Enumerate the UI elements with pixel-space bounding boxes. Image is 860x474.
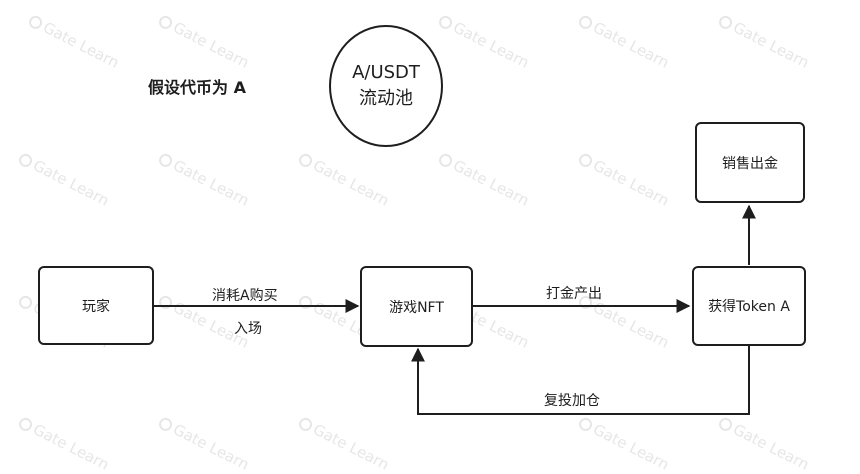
arrow-token-reinvest-to-nft	[411, 346, 750, 415]
edge-label-enter: 入场	[234, 321, 262, 337]
edge-label-reinvest: 复投加仓	[544, 393, 600, 409]
token-label: 获得Token A	[708, 299, 790, 315]
player-label: 玩家	[82, 298, 110, 315]
edge-label-consume: 消耗A购买	[212, 288, 278, 304]
game-nft-node: 游戏NFT	[360, 266, 473, 347]
diagram-title: 假设代币为 A	[148, 78, 246, 97]
flow-diagram: Gate Learn Gate Learn Gate Learn Gate Le…	[16, 13, 812, 474]
game-nft-label: 游戏NFT	[389, 299, 444, 316]
token-node: 获得Token A	[692, 266, 806, 346]
edge-label-mining: 打金产出	[546, 286, 602, 302]
sell-node: 销售出金	[695, 122, 805, 203]
player-node: 玩家	[38, 266, 154, 345]
liquidity-pool-node: A/USDT 流动池	[329, 25, 443, 147]
pool-label-line2: 流动池	[359, 88, 413, 109]
pool-label-line1: A/USDT	[352, 62, 420, 83]
connectors	[154, 204, 756, 415]
sell-label: 销售出金	[722, 155, 778, 172]
